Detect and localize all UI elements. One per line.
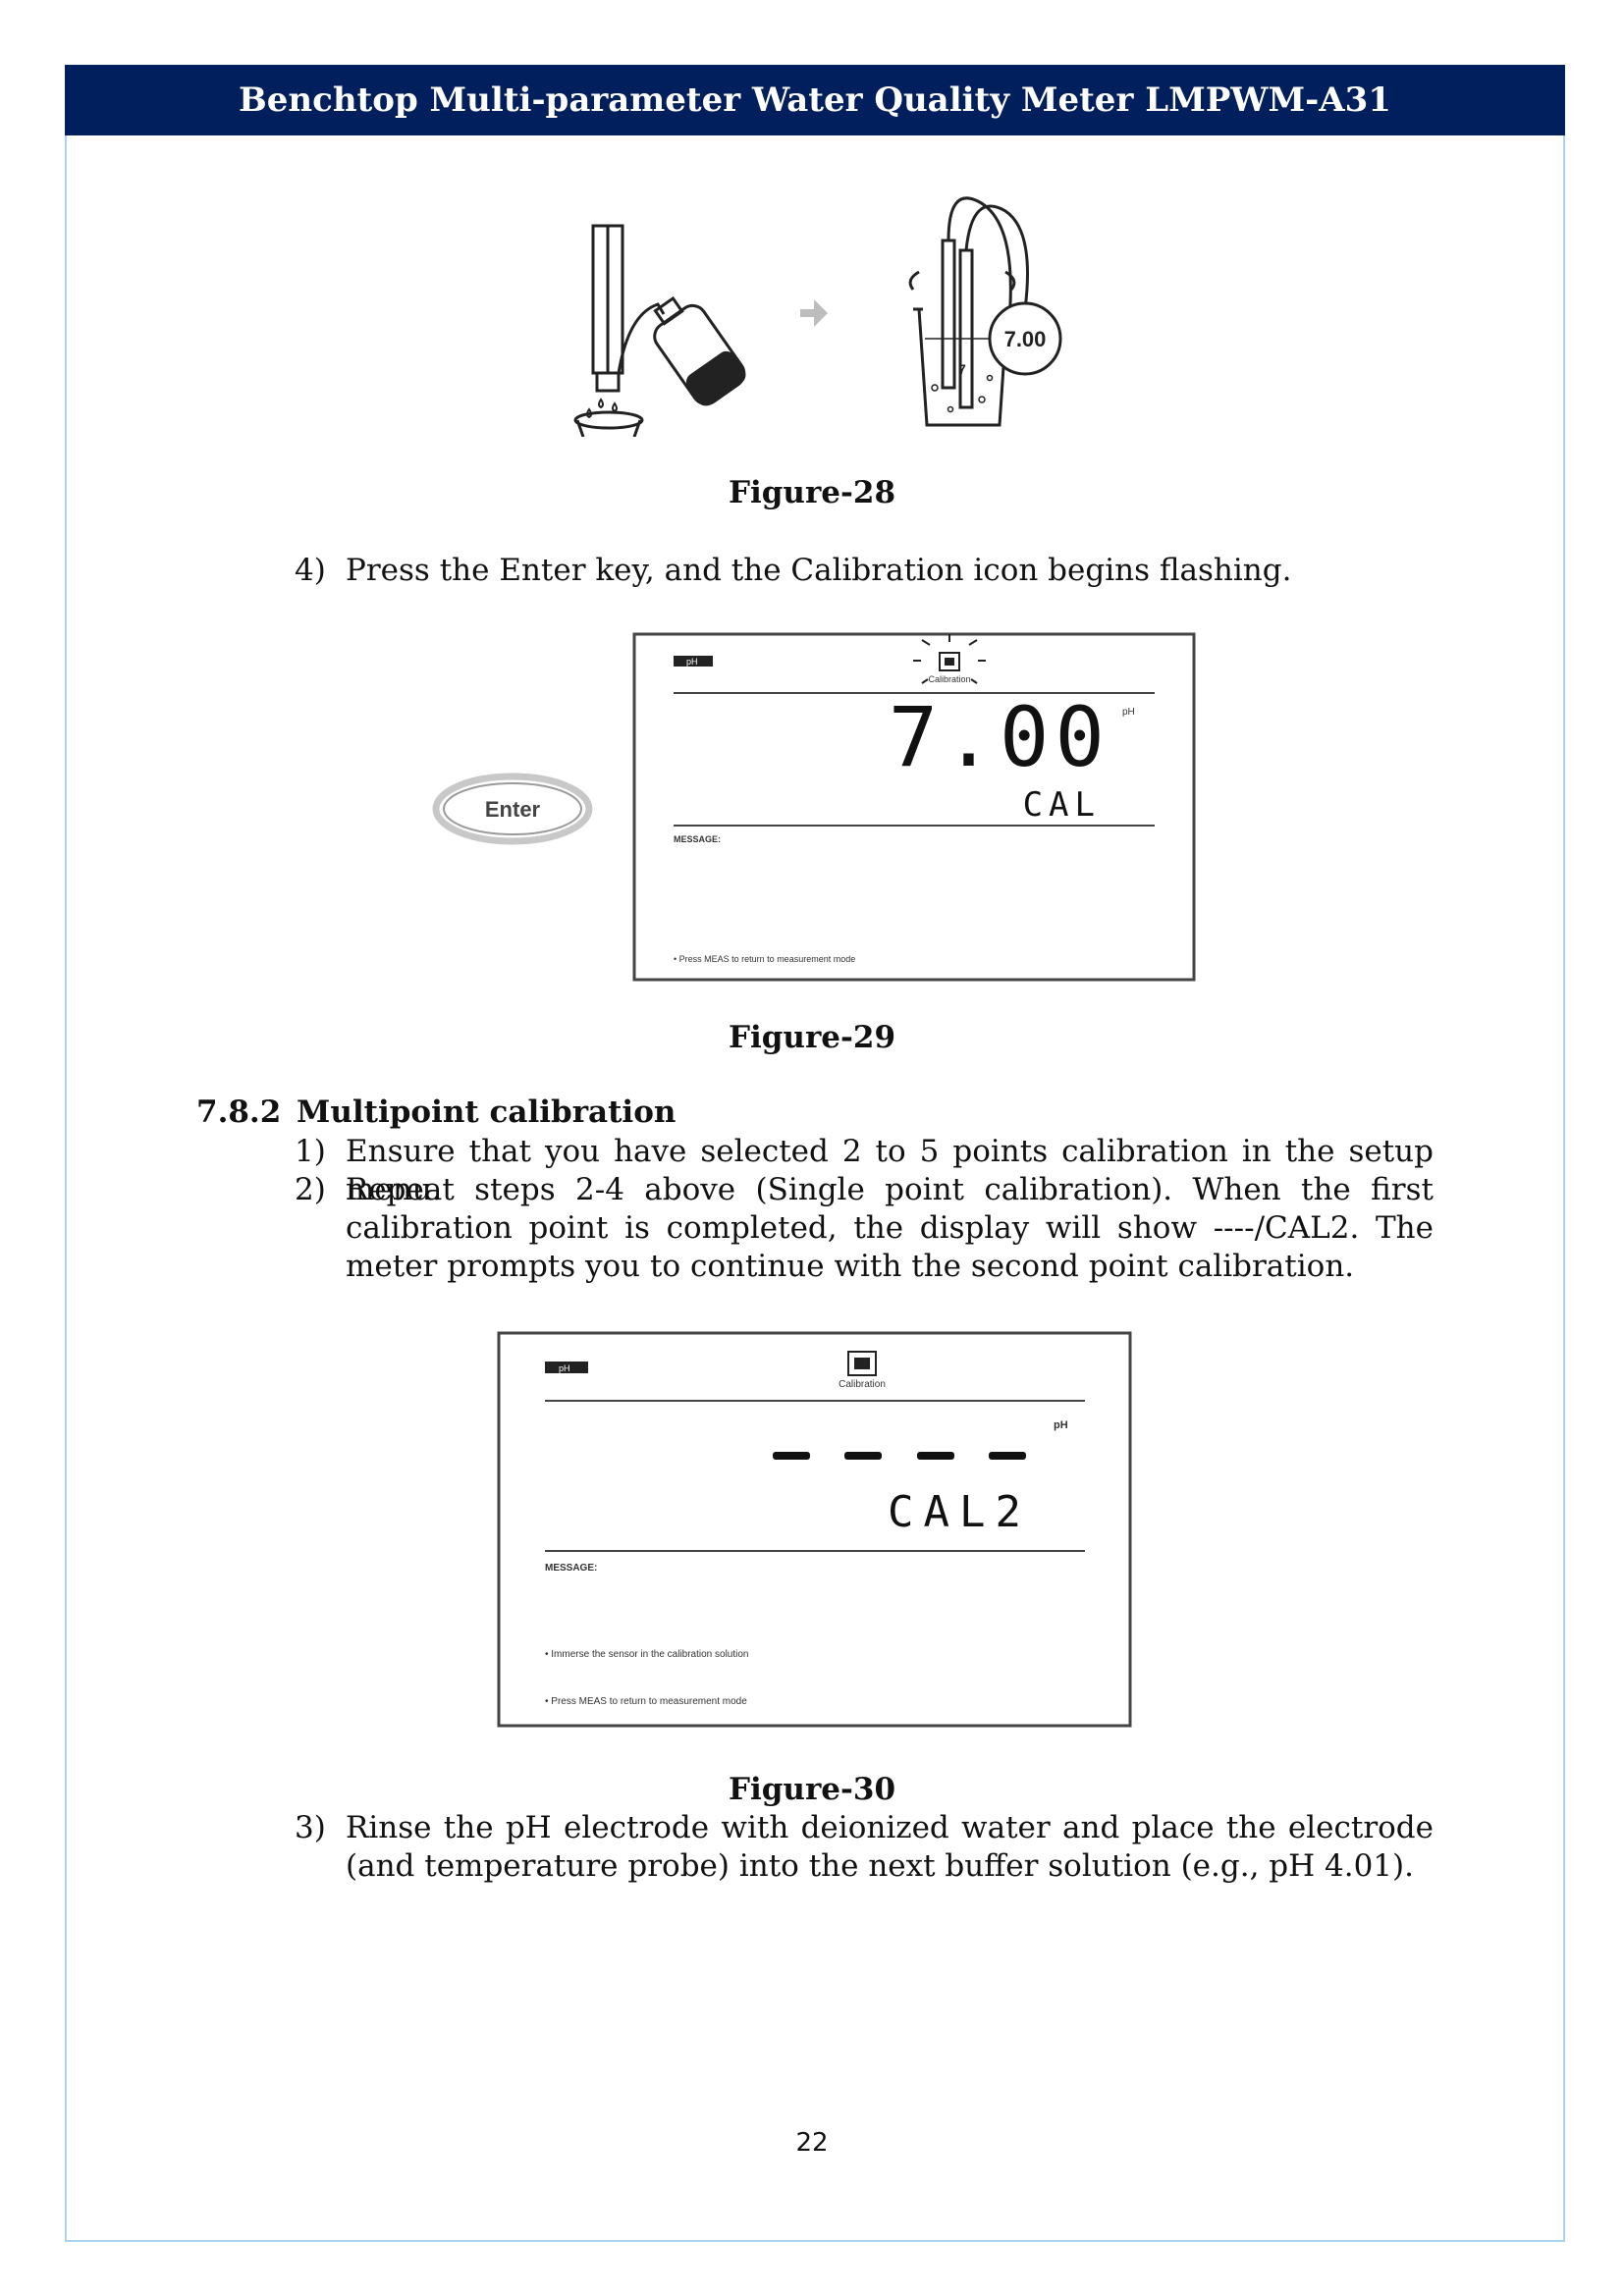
calibration-icon-label: Calibration [839,1379,886,1390]
page-number: 22 [795,2128,829,2158]
step-1-number: 1) [295,1134,326,1169]
lcd-unit: pH [1122,707,1135,718]
lcd-note-1: • Immerse the sensor in the calibration … [545,1649,749,1660]
lcd-ph-badge: pH [686,657,698,667]
step-1: 1) Ensure that you have selected 2 to 5 … [295,1133,1434,1209]
electrode-icon [591,224,624,393]
figure-30-illustration: pH Calibration pH CAL2 MESSAGE: • Immers… [497,1331,1132,1728]
calibration-icon [913,634,986,684]
reading-bubble: 7.00 [988,301,1062,376]
next-step-arrow-icon [800,299,828,327]
figure-28-caption: Figure-28 [728,475,896,510]
section-heading: 7.8.2 Multipoint calibration [196,1095,676,1130]
figure-30-caption: Figure-30 [728,1772,896,1807]
figure-28-illustration: 7 7.00 [573,196,1062,437]
section-number: 7.8.2 [196,1095,282,1130]
lcd-note-1: • Press MEAS to return to measurement mo… [674,954,855,964]
header-title: Benchtop Multi-parameter Water Quality M… [239,80,1391,120]
probe-electrodes-icon [941,196,1029,409]
step-1-text: Ensure that you have selected 2 to 5 poi… [346,1134,1434,1207]
section-title: Multipoint calibration [297,1095,677,1130]
step-2-text: Repeat steps 2-4 above (Single point cal… [346,1172,1434,1284]
calibration-icon [847,1351,877,1376]
lcd-display: pH Calibration pH 7.00 CAL MESSAGE: • Pr… [632,632,1196,982]
step-4-number: 4) [295,553,326,588]
step-3-text: Rinse the pH electrode with deionized wa… [346,1810,1434,1884]
step-4: 4) Press the Enter key, and the Calibrat… [295,552,1434,590]
lcd-display-cal2: pH Calibration pH CAL2 MESSAGE: • Immers… [497,1331,1132,1728]
lcd-sub-reading: CAL2 [888,1487,1031,1537]
document-header: Benchtop Multi-parameter Water Quality M… [65,65,1565,135]
lcd-message-label: MESSAGE: [674,834,721,844]
lcd-unit: pH [1054,1419,1068,1431]
lcd-ph-badge: pH [559,1363,570,1373]
rinse-cup-icon [573,410,644,437]
lcd-message-label: MESSAGE: [545,1563,597,1574]
enter-key-label: Enter [485,797,541,822]
figure-29-illustration: Enter pH Calibration pH 7.00 CAL MESSAGE… [432,632,1196,982]
step-3: 3) Rinse the pH electrode with deionized… [295,1809,1434,1886]
calibration-icon-label: Calibration [928,674,970,684]
step-2-number: 2) [295,1172,326,1207]
step-2: 2) Repeat steps 2-4 above (Single point … [295,1171,1434,1286]
lcd-sub-reading: CAL [1023,785,1101,825]
figure-29-caption: Figure-29 [728,1020,896,1055]
beaker-label: 7 [958,361,966,377]
lcd-main-reading: 7.00 [889,689,1110,785]
reading-bubble-value: 7.00 [1004,327,1047,351]
step-4-text: Press the Enter key, and the Calibration… [346,553,1292,588]
step-3-number: 3) [295,1810,326,1845]
lcd-note-2: • Press MEAS to return to measurement mo… [545,1696,747,1707]
wash-bottle-icon [617,295,746,406]
enter-key-button: Enter [432,773,593,845]
lcd-dash-reading [773,1452,1026,1460]
